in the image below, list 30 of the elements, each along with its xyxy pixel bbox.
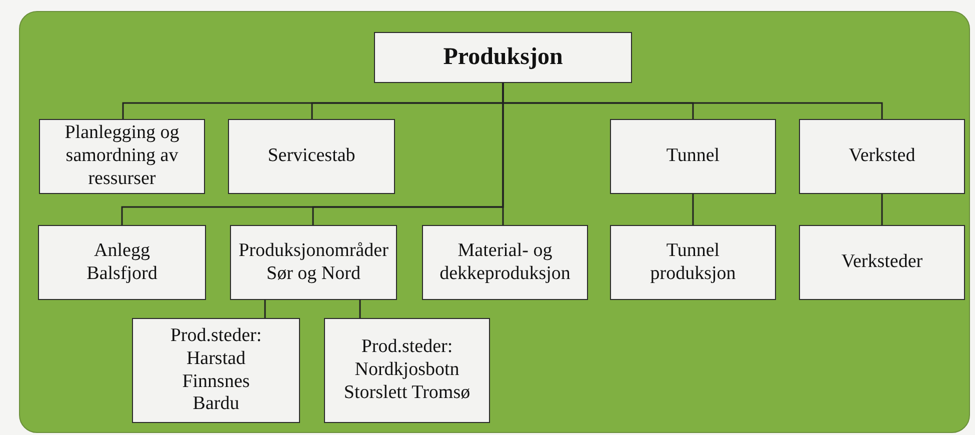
box-text: Prod.steder: bbox=[170, 324, 262, 348]
box-text: Verksted bbox=[848, 145, 916, 168]
box-text: Anlegg Balsfjord bbox=[86, 240, 158, 286]
box-text: Planlegging og samordning av ressurser bbox=[64, 122, 180, 191]
connector-line bbox=[359, 300, 361, 318]
org-box bbox=[422, 225, 588, 300]
connector-line bbox=[881, 194, 883, 225]
org-box bbox=[132, 318, 300, 423]
box-text: Verksteder bbox=[841, 251, 923, 274]
org-box bbox=[799, 225, 965, 300]
org-box bbox=[228, 119, 395, 194]
org-box bbox=[38, 225, 206, 300]
heading-text: Produksjon bbox=[443, 43, 563, 72]
box-text: Produksjonområder Sør og Nord bbox=[238, 240, 390, 286]
org-box bbox=[374, 32, 632, 83]
org-box bbox=[799, 119, 965, 194]
box-text: Servicestab bbox=[268, 145, 356, 168]
org-box bbox=[39, 119, 205, 194]
box-text: Harstad Finnsnes Bardu bbox=[181, 348, 251, 416]
box-text: Prod.steder: bbox=[361, 336, 453, 360]
org-box bbox=[230, 225, 397, 300]
connector-line bbox=[264, 300, 266, 318]
org-box bbox=[610, 119, 776, 194]
box-text: Tunnel produksjon bbox=[649, 240, 737, 286]
org-box bbox=[324, 318, 490, 423]
box-text: Material- og dekkeproduksjon bbox=[438, 240, 572, 286]
box-text: Tunnel bbox=[666, 145, 720, 168]
box-text: Nordkjosbotn Storslett Tromsø bbox=[342, 359, 472, 405]
connector-line bbox=[692, 194, 694, 225]
org-box bbox=[610, 225, 776, 300]
